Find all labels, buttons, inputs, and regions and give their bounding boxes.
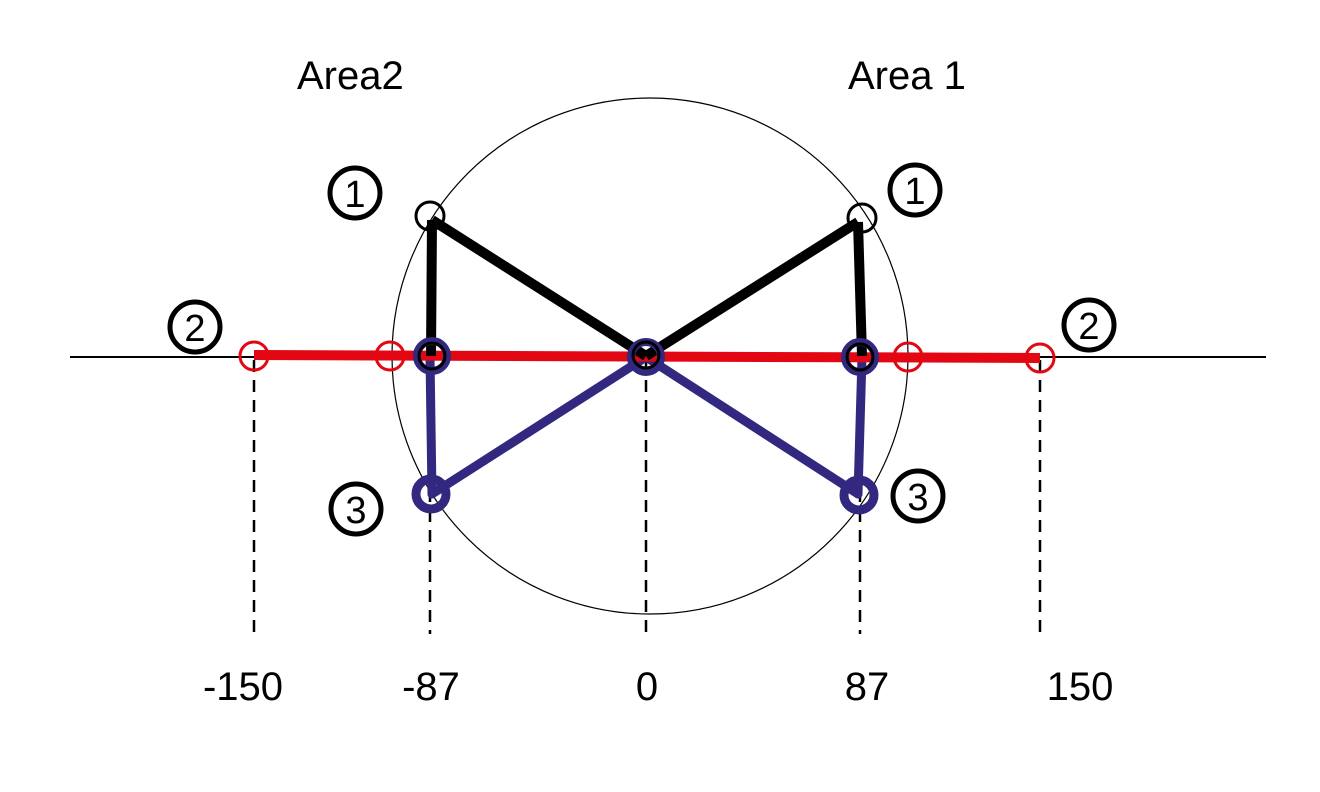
marker-1-left: 1 bbox=[344, 174, 365, 216]
tick-label-150: 150 bbox=[1047, 665, 1114, 709]
area-2-label: Area2 bbox=[297, 54, 404, 98]
marker-3-left: 3 bbox=[345, 490, 366, 532]
tick-label-87: 87 bbox=[845, 665, 890, 709]
blue-point-right-3 bbox=[839, 475, 879, 515]
marker-1-right-circle bbox=[887, 162, 943, 218]
tick-label-neg87: -87 bbox=[402, 665, 460, 709]
blue-left-vertical bbox=[425, 352, 437, 499]
marker-2-right-circle bbox=[1061, 297, 1117, 353]
blue-left-diagonal bbox=[427, 352, 651, 499]
black-left-diagonal bbox=[429, 215, 649, 361]
tick-label-0: 0 bbox=[636, 665, 658, 709]
black-point-center bbox=[631, 340, 661, 370]
black-point-left-mid bbox=[417, 341, 447, 371]
blue-vectors bbox=[425, 352, 867, 499]
marker-2-left-circle bbox=[167, 299, 223, 355]
black-left-vertical bbox=[426, 219, 437, 357]
black-right-vertical bbox=[853, 221, 867, 357]
red-point-neg150 bbox=[238, 340, 270, 372]
black-right-diagonal bbox=[643, 217, 861, 361]
red-point-right-circle bbox=[892, 341, 924, 373]
blue-point-left-3 bbox=[411, 474, 451, 514]
red-point-150 bbox=[1024, 342, 1056, 374]
marker-3-right: 3 bbox=[907, 477, 928, 519]
black-vectors bbox=[426, 215, 867, 361]
black-point-left-1 bbox=[414, 200, 446, 232]
blue-point-left-mid bbox=[413, 337, 451, 375]
marker-3-right-circle bbox=[890, 468, 946, 524]
marker-2-left: 2 bbox=[184, 308, 205, 350]
blue-right-diagonal bbox=[641, 352, 863, 499]
blue-right-vertical bbox=[853, 352, 867, 499]
marker-1-left-circle bbox=[327, 165, 383, 221]
black-point-right-mid bbox=[845, 342, 875, 372]
black-point-right-1 bbox=[846, 202, 878, 234]
marker-2-right: 2 bbox=[1078, 306, 1099, 348]
area-1-label: Area 1 bbox=[848, 54, 966, 98]
marker-3-left-circle bbox=[328, 481, 384, 537]
marker-1-right: 1 bbox=[904, 171, 925, 213]
red-point-left-circle bbox=[374, 340, 406, 372]
blue-point-right-mid bbox=[841, 338, 879, 376]
tick-label-neg150: -150 bbox=[203, 665, 283, 709]
